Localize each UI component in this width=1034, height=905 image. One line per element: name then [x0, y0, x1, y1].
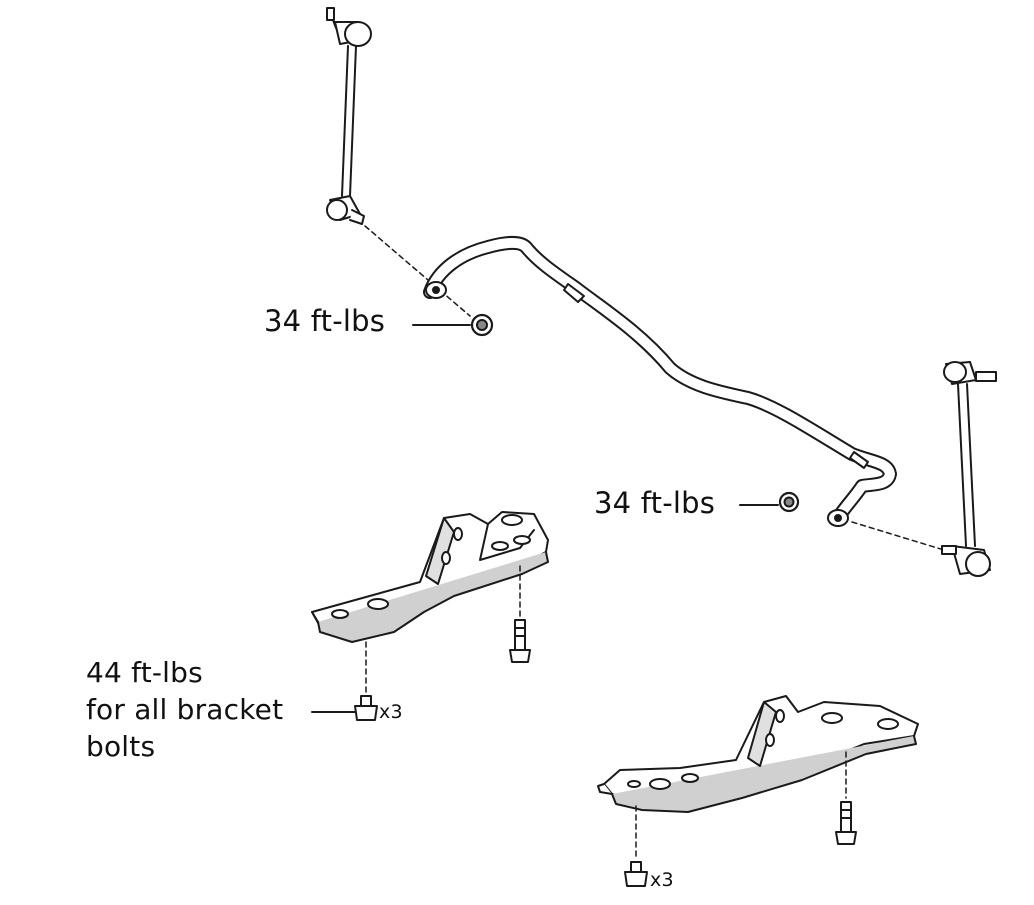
right-bracket-bolt-b: [624, 861, 648, 887]
stabilizer-bar: [423, 235, 897, 527]
bracket-torque-line-2: for all bracket: [86, 693, 284, 726]
left-bracket-bolt-a: [509, 619, 531, 663]
left-nut-torque-label: 34 ft-lbs: [264, 304, 386, 338]
right-bracket-quantity: x3: [650, 869, 674, 891]
right-bracket-bolt-a: [835, 801, 857, 845]
left-bracket: [311, 511, 549, 643]
left-nut: [470, 313, 494, 337]
bracket-torque-line-3: bolts: [86, 730, 156, 763]
right-nut-torque-label: 34 ft-lbs: [594, 486, 716, 520]
right-bracket: [597, 695, 919, 813]
right-stabilizer-link: [941, 361, 997, 577]
left-link-dashed-line: [364, 225, 471, 317]
right-link-dashed-line: [851, 521, 945, 551]
left-bracket-quantity: x3: [379, 701, 403, 723]
left-bracket-bolt-b: [354, 695, 378, 721]
right-nut: [778, 491, 800, 513]
left-stabilizer-link: [326, 7, 372, 225]
bracket-bolts-torque-label: 44 ft-lbs for all bracket bolts: [86, 654, 283, 765]
bracket-torque-line-1: 44 ft-lbs: [86, 656, 203, 689]
